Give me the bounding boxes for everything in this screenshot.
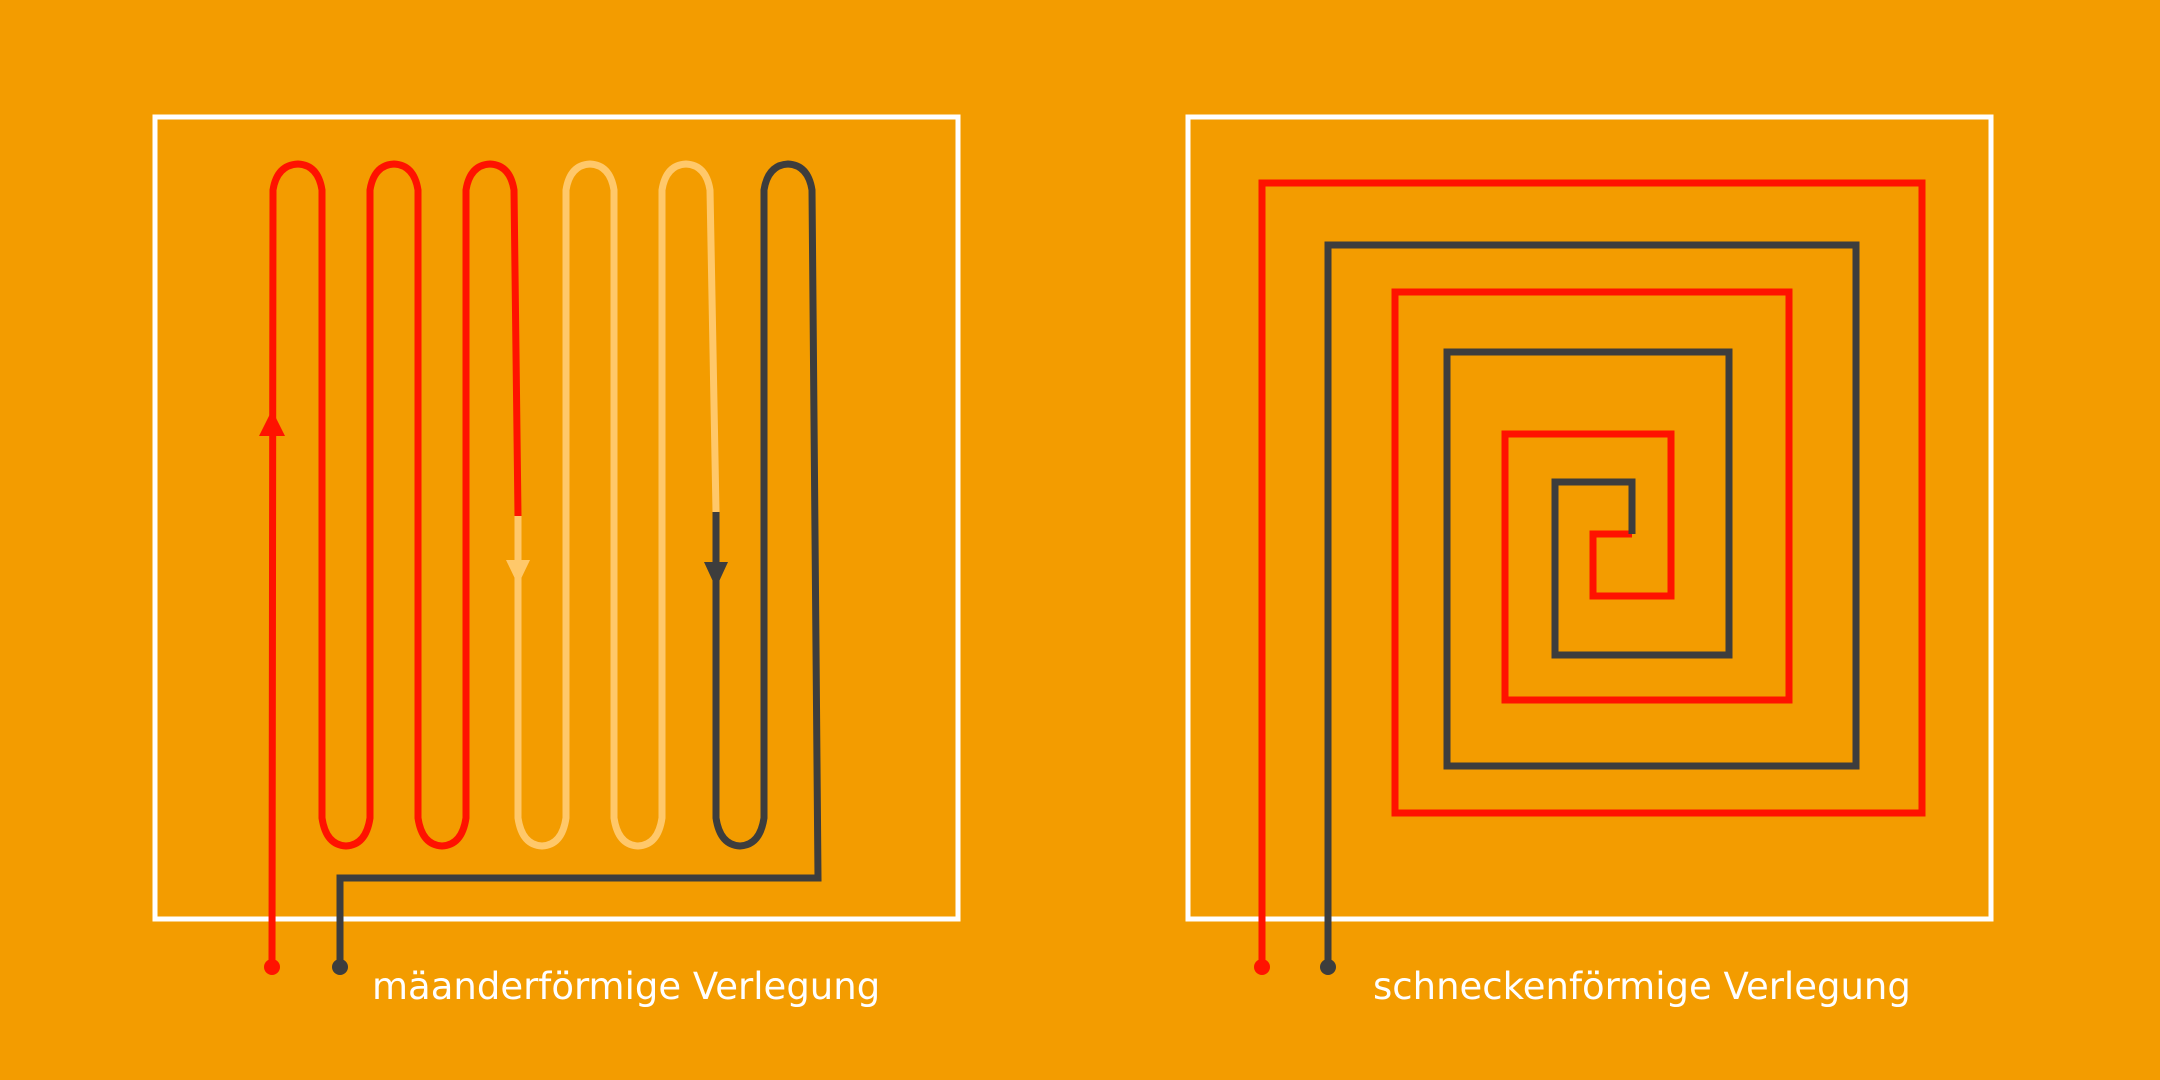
meander-return-arrow-icon: [704, 562, 728, 588]
meander-cooling-pipe: [514, 160, 720, 850]
meander-return-pipe: [336, 160, 822, 965]
spiral-return-pipe: [1324, 241, 1860, 965]
spiral-caption: schneckenförmige Verlegung: [1373, 965, 1911, 1008]
spiral-panel: schneckenförmige Verlegung: [1185, 114, 1994, 1008]
meander-supply-pipe: [268, 160, 522, 966]
spiral-supply-connector: [1254, 959, 1270, 975]
meander-supply-connector: [264, 959, 280, 975]
meander-room-outline: [152, 114, 961, 922]
meander-return-connector: [332, 959, 348, 975]
spiral-supply-pipe: [1258, 179, 1926, 965]
spiral-return-connector: [1320, 959, 1336, 975]
spiral-room-outline: [1185, 114, 1994, 922]
meander-caption: mäanderförmige Verlegung: [372, 965, 880, 1008]
meander-upward-arrow-icon: [259, 410, 285, 436]
meander-cooling-arrow-icon: [506, 560, 530, 585]
meander-panel: mäanderförmige Verlegung: [152, 114, 961, 1008]
